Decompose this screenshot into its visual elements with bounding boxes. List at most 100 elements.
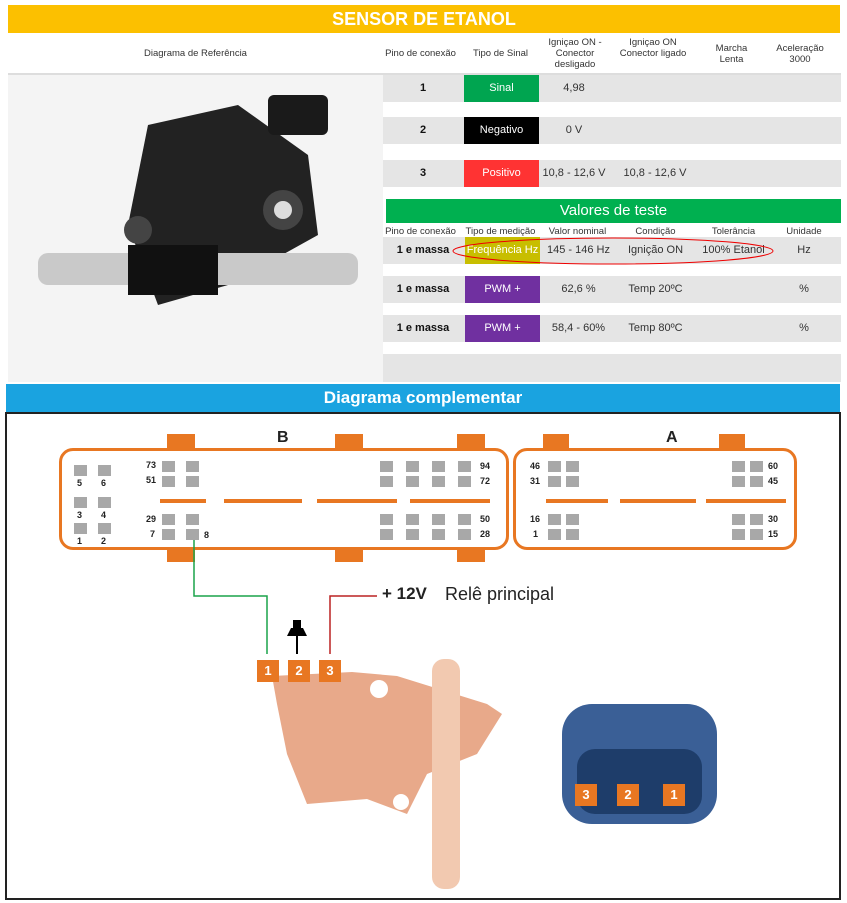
pin-label: 50 — [480, 514, 491, 524]
plug-pin-2: 2 — [617, 784, 639, 806]
pin-label: 6 — [101, 478, 107, 488]
pin-cavity — [566, 461, 579, 472]
pin-label: 5 — [77, 478, 83, 488]
signal-badge: Positivo — [464, 160, 539, 187]
divider — [8, 73, 841, 75]
connector-tab — [335, 434, 363, 450]
pin-label: 7 — [150, 529, 156, 539]
nominal: 145 - 146 Hz — [547, 244, 610, 256]
pin-cavity — [406, 514, 419, 525]
value-off: 10,8 - 12,6 V — [542, 167, 606, 179]
pin-cavity — [732, 529, 745, 540]
pin-cavity — [458, 529, 471, 540]
divider-bar — [410, 499, 490, 503]
pin-label: 72 — [480, 476, 491, 486]
test-values-title: Valores de teste — [386, 199, 841, 223]
pin-cavity — [750, 514, 763, 525]
sensor-pin-1: 1 — [257, 660, 279, 682]
pin-label: 94 — [480, 461, 491, 471]
connector-tab — [457, 548, 485, 562]
nominal: 62,6 % — [561, 283, 596, 295]
header-unit: Unidade — [786, 226, 822, 237]
unit: Hz — [797, 244, 811, 256]
pin-label: 45 — [768, 476, 779, 486]
pin-label: 28 — [480, 529, 491, 539]
header-pin: Pino de conexão — [385, 48, 456, 59]
table-row: 3 Positivo 10,8 - 12,6 V 10,8 - 12,6 V — [383, 160, 841, 187]
tolerance: 100% Etanol — [702, 244, 765, 256]
header-reference-diagram: Diagrama de Referência — [144, 48, 247, 59]
pin-cavity — [750, 461, 763, 472]
pin-cavity — [74, 523, 87, 534]
pin-cavity — [186, 529, 199, 540]
pin-label: 15 — [768, 529, 779, 539]
pin-cavity — [432, 476, 445, 487]
header-condition: Condição — [635, 226, 676, 237]
pin-label: 1 — [77, 536, 83, 546]
pin-label: 31 — [530, 476, 541, 486]
pin-cavity — [432, 514, 445, 525]
sensor-photo — [8, 75, 383, 382]
connector-tab — [543, 434, 569, 450]
pin-label: 1 — [533, 529, 539, 539]
signal-badge: Sinal — [464, 75, 539, 102]
pin-cavity — [380, 514, 393, 525]
signal-badge: Negativo — [464, 117, 539, 144]
pin-cavity — [548, 514, 561, 525]
unit: % — [799, 322, 809, 334]
pin-cavity — [98, 465, 111, 476]
pin-label: 60 — [768, 461, 779, 471]
pin-cavity — [458, 514, 471, 525]
connector-tab — [167, 548, 195, 562]
header-tolerance: Tolerância — [711, 226, 756, 237]
connector-b-label: B — [277, 429, 289, 446]
pin-label: 8 — [204, 530, 210, 540]
pin-cavity — [548, 461, 561, 472]
pin-cavity — [732, 514, 745, 525]
pin-cavity — [566, 476, 579, 487]
connector-tab — [335, 548, 363, 562]
pin-cavity — [162, 461, 175, 472]
pin-number: 2 — [419, 124, 427, 136]
value-off: 0 V — [565, 124, 583, 136]
condition: Temp 80ºC — [628, 322, 683, 334]
measure-badge: Frequência Hz — [465, 237, 540, 264]
condition: Temp 20ºC — [628, 283, 683, 295]
pin-cavity — [458, 476, 471, 487]
pin-cavity — [432, 461, 445, 472]
header-pin: Pino de conexão — [385, 226, 456, 237]
pin-label: 16 — [530, 514, 541, 524]
value-on: 10,8 - 12,6 V — [623, 167, 687, 179]
pin-cavity — [432, 529, 445, 540]
pin-cavity — [406, 529, 419, 540]
plug-pin-1: 1 — [663, 784, 685, 806]
header-ign-on: Igniçao ON Conector ligado — [619, 37, 687, 59]
pin-label: 51 — [146, 475, 157, 485]
header-ign-off: Igniçao ON - Conector desligado — [548, 37, 602, 70]
highlight-ellipse — [452, 237, 774, 265]
pin-cavity — [732, 461, 745, 472]
table-row: 1 e massa Frequência Hz 145 - 146 Hz Ign… — [383, 237, 841, 265]
connector-a: A 46 31 16 1 60 45 30 15 — [513, 429, 797, 550]
connector-tab — [457, 434, 485, 450]
pin-cavity — [162, 476, 175, 487]
divider-bar — [317, 499, 397, 503]
pin-cavity — [380, 461, 393, 472]
pin-cavity — [380, 476, 393, 487]
pin-cavity — [406, 476, 419, 487]
connector-a-label: A — [666, 429, 678, 446]
header-accel: Aceleração 3000 — [776, 43, 824, 65]
pin-cavity — [548, 476, 561, 487]
divider-bar — [546, 499, 608, 503]
sensor-pin-3: 3 — [319, 660, 341, 682]
pin: 1 e massa — [396, 283, 450, 295]
divider-bar — [620, 499, 696, 503]
relay-label: Relê principal — [445, 584, 555, 604]
connector-tab — [167, 434, 195, 450]
section-title: Diagrama complementar — [6, 384, 840, 412]
nominal: 58,4 - 60% — [551, 322, 606, 334]
pin-label: 2 — [101, 536, 107, 546]
measure-badge: PWM + — [465, 315, 540, 342]
pin-cavity — [98, 523, 111, 534]
header-measure-type: Tipo de medição — [465, 226, 536, 237]
